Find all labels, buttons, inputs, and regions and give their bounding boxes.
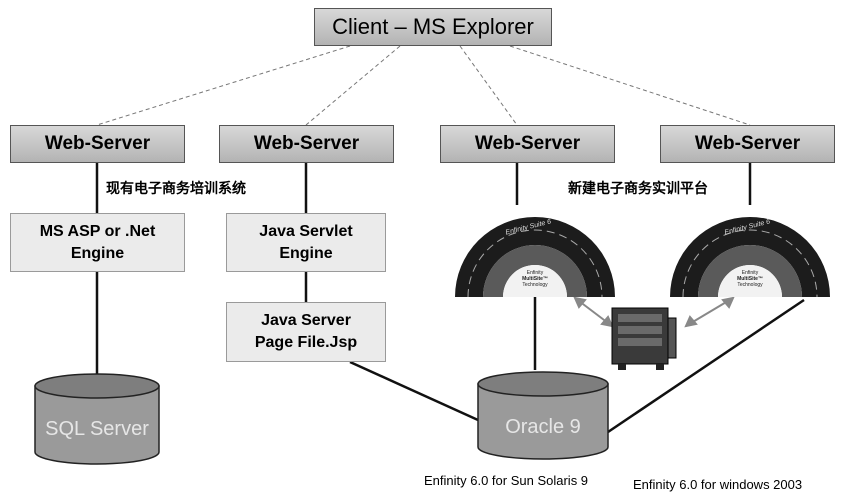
enfinity-suite-1-graphic — [455, 217, 615, 298]
new-platform-note: 新建电子商务实训平台 — [568, 180, 708, 196]
jsp-line2: Page File.Jsp — [254, 334, 358, 351]
web-server-box-1: Web-Server — [10, 125, 185, 163]
web-server-box-4: Web-Server — [660, 125, 835, 163]
solaris-caption: Enfinity 6.0 for Sun Solaris 9 — [424, 473, 589, 488]
asp-engine-line1: MS ASP or .Net — [39, 222, 156, 240]
web-server-label: Web-Server — [44, 133, 151, 154]
arrowhead-3 — [721, 296, 735, 309]
suite-1-tech-line3: Technology — [522, 282, 548, 288]
client-links — [96, 45, 751, 126]
windows-caption: Enfinity 6.0 for windows 2003 — [633, 477, 803, 492]
servlet-engine-line1: Java Servlet — [259, 222, 353, 240]
suite-2-tech-line1: Enfinity — [741, 270, 759, 276]
web-server-label: Web-Server — [694, 133, 801, 154]
web-server-box-3: Web-Server — [440, 125, 615, 163]
web-server-label: Web-Server — [253, 133, 360, 154]
sql-server-label: SQL Server — [45, 418, 149, 440]
client-box: Client – MS Explorer — [314, 8, 552, 46]
suite-1-tech: Enfinity MultiSite™ Technology — [511, 270, 559, 288]
sql-server-db — [34, 373, 160, 465]
client-label: Client – MS Explorer — [332, 14, 534, 39]
web-server-box-2: Web-Server — [219, 125, 394, 163]
suite-1-tech-line2: MultiSite™ — [522, 276, 548, 282]
web-server-label: Web-Server — [474, 133, 581, 154]
servlet-engine-box: Java Servlet Engine — [226, 213, 386, 272]
oracle-label: Oracle 9 — [505, 416, 581, 438]
existing-system-note: 现有电子商务培训系统 — [106, 180, 246, 196]
link-client-web1 — [96, 45, 351, 126]
arrowhead-4 — [684, 315, 698, 328]
link-jsp-oracle — [349, 360, 479, 422]
arrowhead-2 — [600, 315, 614, 328]
link-client-web2 — [305, 45, 401, 126]
asp-engine-box: MS ASP or .Net Engine — [10, 213, 185, 272]
jsp-file-box: Java Server Page File.Jsp — [226, 302, 386, 362]
suite-2-tech: Enfinity MultiSite™ Technology — [726, 270, 774, 288]
oracle-db — [477, 371, 609, 460]
jsp-line1: Java Server — [261, 312, 351, 329]
suite-1-tech-line1: Enfinity — [526, 270, 544, 276]
stack-links — [95, 163, 805, 434]
servlet-engine-line2: Engine — [279, 244, 333, 262]
asp-engine-line2: Engine — [70, 244, 125, 262]
link-client-web4 — [509, 45, 751, 126]
link-suite2-oracle — [607, 298, 805, 434]
suite-2-tech-line3: Technology — [737, 282, 763, 288]
suite-2-tech-line2: MultiSite™ — [737, 276, 763, 282]
server-arrows — [573, 296, 735, 328]
arrowhead-1 — [573, 296, 587, 309]
server-tower-icon — [611, 307, 677, 370]
link-client-web3 — [459, 45, 518, 126]
enfinity-suite-2-graphic — [670, 217, 830, 298]
